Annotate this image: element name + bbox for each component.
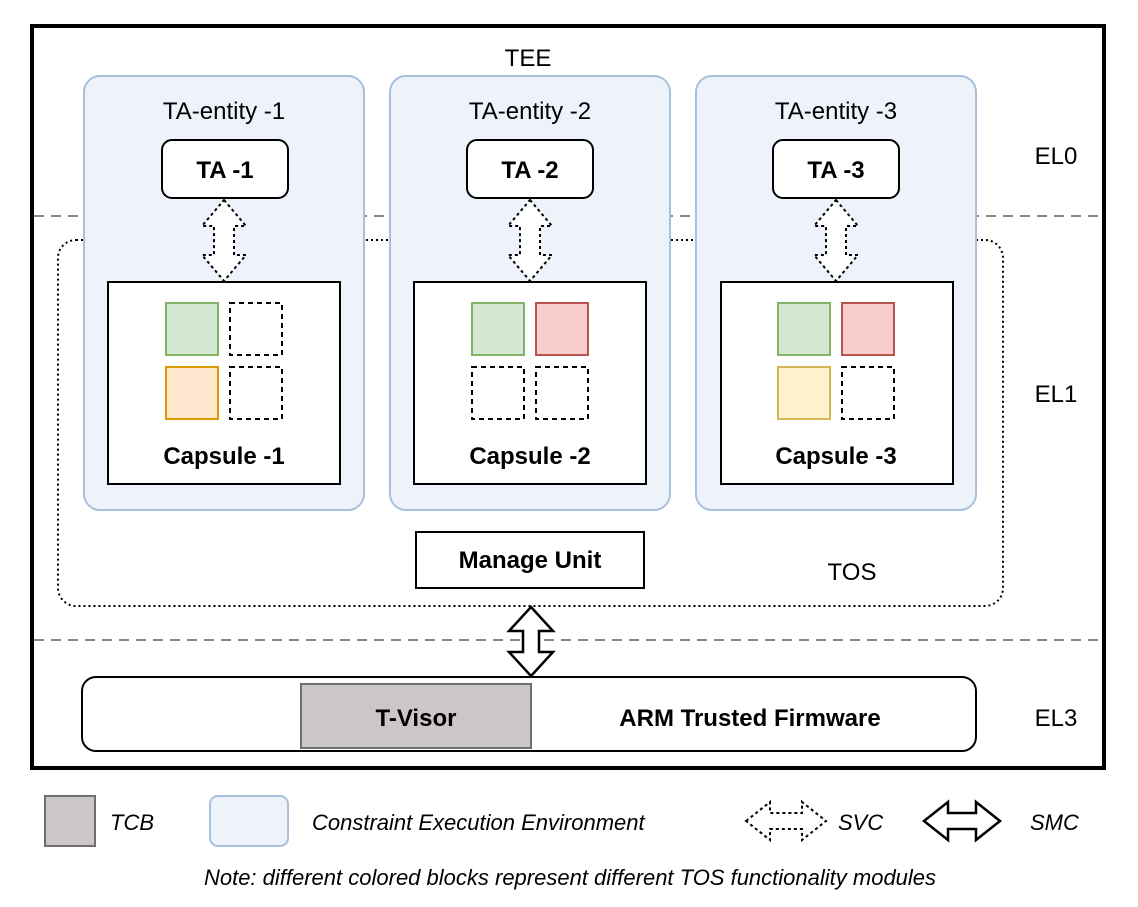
tvisor-label: T-Visor — [376, 705, 457, 732]
ta-entity-1: TA-entity -1 TA -1 Capsule -1 — [83, 75, 365, 511]
module-block — [535, 302, 589, 356]
ta-label: TA -2 — [501, 157, 558, 184]
module-grid — [471, 302, 589, 420]
module-block — [165, 366, 219, 420]
module-grid — [165, 302, 283, 420]
legend-cee-swatch — [209, 795, 289, 847]
module-block — [535, 366, 589, 420]
el1-label: EL1 — [1035, 381, 1078, 408]
ta-label: TA -3 — [807, 157, 864, 184]
ta-entity-3: TA-entity -3 TA -3 Capsule -3 — [695, 75, 977, 511]
capsule-label: Capsule -2 — [469, 443, 590, 470]
module-grid — [777, 302, 895, 420]
el3-label: EL3 — [1035, 705, 1078, 732]
legend-tcb-label: TCB — [110, 810, 154, 835]
ta-entity-title: TA-entity -3 — [775, 98, 897, 125]
firmware-label: ARM Trusted Firmware — [619, 705, 880, 732]
ta-box — [161, 139, 289, 199]
tvisor-box — [300, 683, 532, 749]
manage-unit-box — [415, 531, 645, 589]
module-block — [229, 302, 283, 356]
module-block — [471, 302, 525, 356]
capsule-box — [107, 281, 341, 485]
module-block — [165, 302, 219, 356]
module-block — [471, 366, 525, 420]
legend: TCB Constraint Execution Environment SVC… — [44, 795, 1079, 847]
legend-svc-arrow — [744, 799, 828, 843]
capsule-label: Capsule -1 — [163, 443, 284, 470]
legend-smc-label: SMC — [1030, 810, 1079, 835]
legend-tcb-swatch — [44, 795, 96, 847]
ta-box — [772, 139, 900, 199]
legend-smc-shape — [921, 799, 1003, 843]
capsule-box — [720, 281, 954, 485]
legend-svc-label: SVC — [838, 810, 883, 835]
tee-label: TEE — [505, 45, 552, 72]
ta-box — [466, 139, 594, 199]
module-block — [777, 302, 831, 356]
legend-smc-arrow — [921, 799, 1003, 843]
ta-entity-title: TA-entity -2 — [469, 98, 591, 125]
note-text: Note: different colored blocks represent… — [204, 865, 936, 890]
module-block — [841, 366, 895, 420]
ta-label: TA -1 — [196, 157, 253, 184]
module-block — [229, 366, 283, 420]
capsule-box — [413, 281, 647, 485]
tos-label: TOS — [828, 559, 877, 586]
el0-label: EL0 — [1035, 143, 1078, 170]
legend-cee-label: Constraint Execution Environment — [312, 810, 645, 835]
legend-svc-shape — [744, 799, 828, 843]
capsule-label: Capsule -3 — [775, 443, 896, 470]
ta-entity-title: TA-entity -1 — [163, 98, 285, 125]
ta-entity-2: TA-entity -2 TA -2 Capsule -2 — [389, 75, 671, 511]
module-block — [777, 366, 831, 420]
manage-unit-label: Manage Unit — [459, 547, 602, 574]
module-block — [841, 302, 895, 356]
